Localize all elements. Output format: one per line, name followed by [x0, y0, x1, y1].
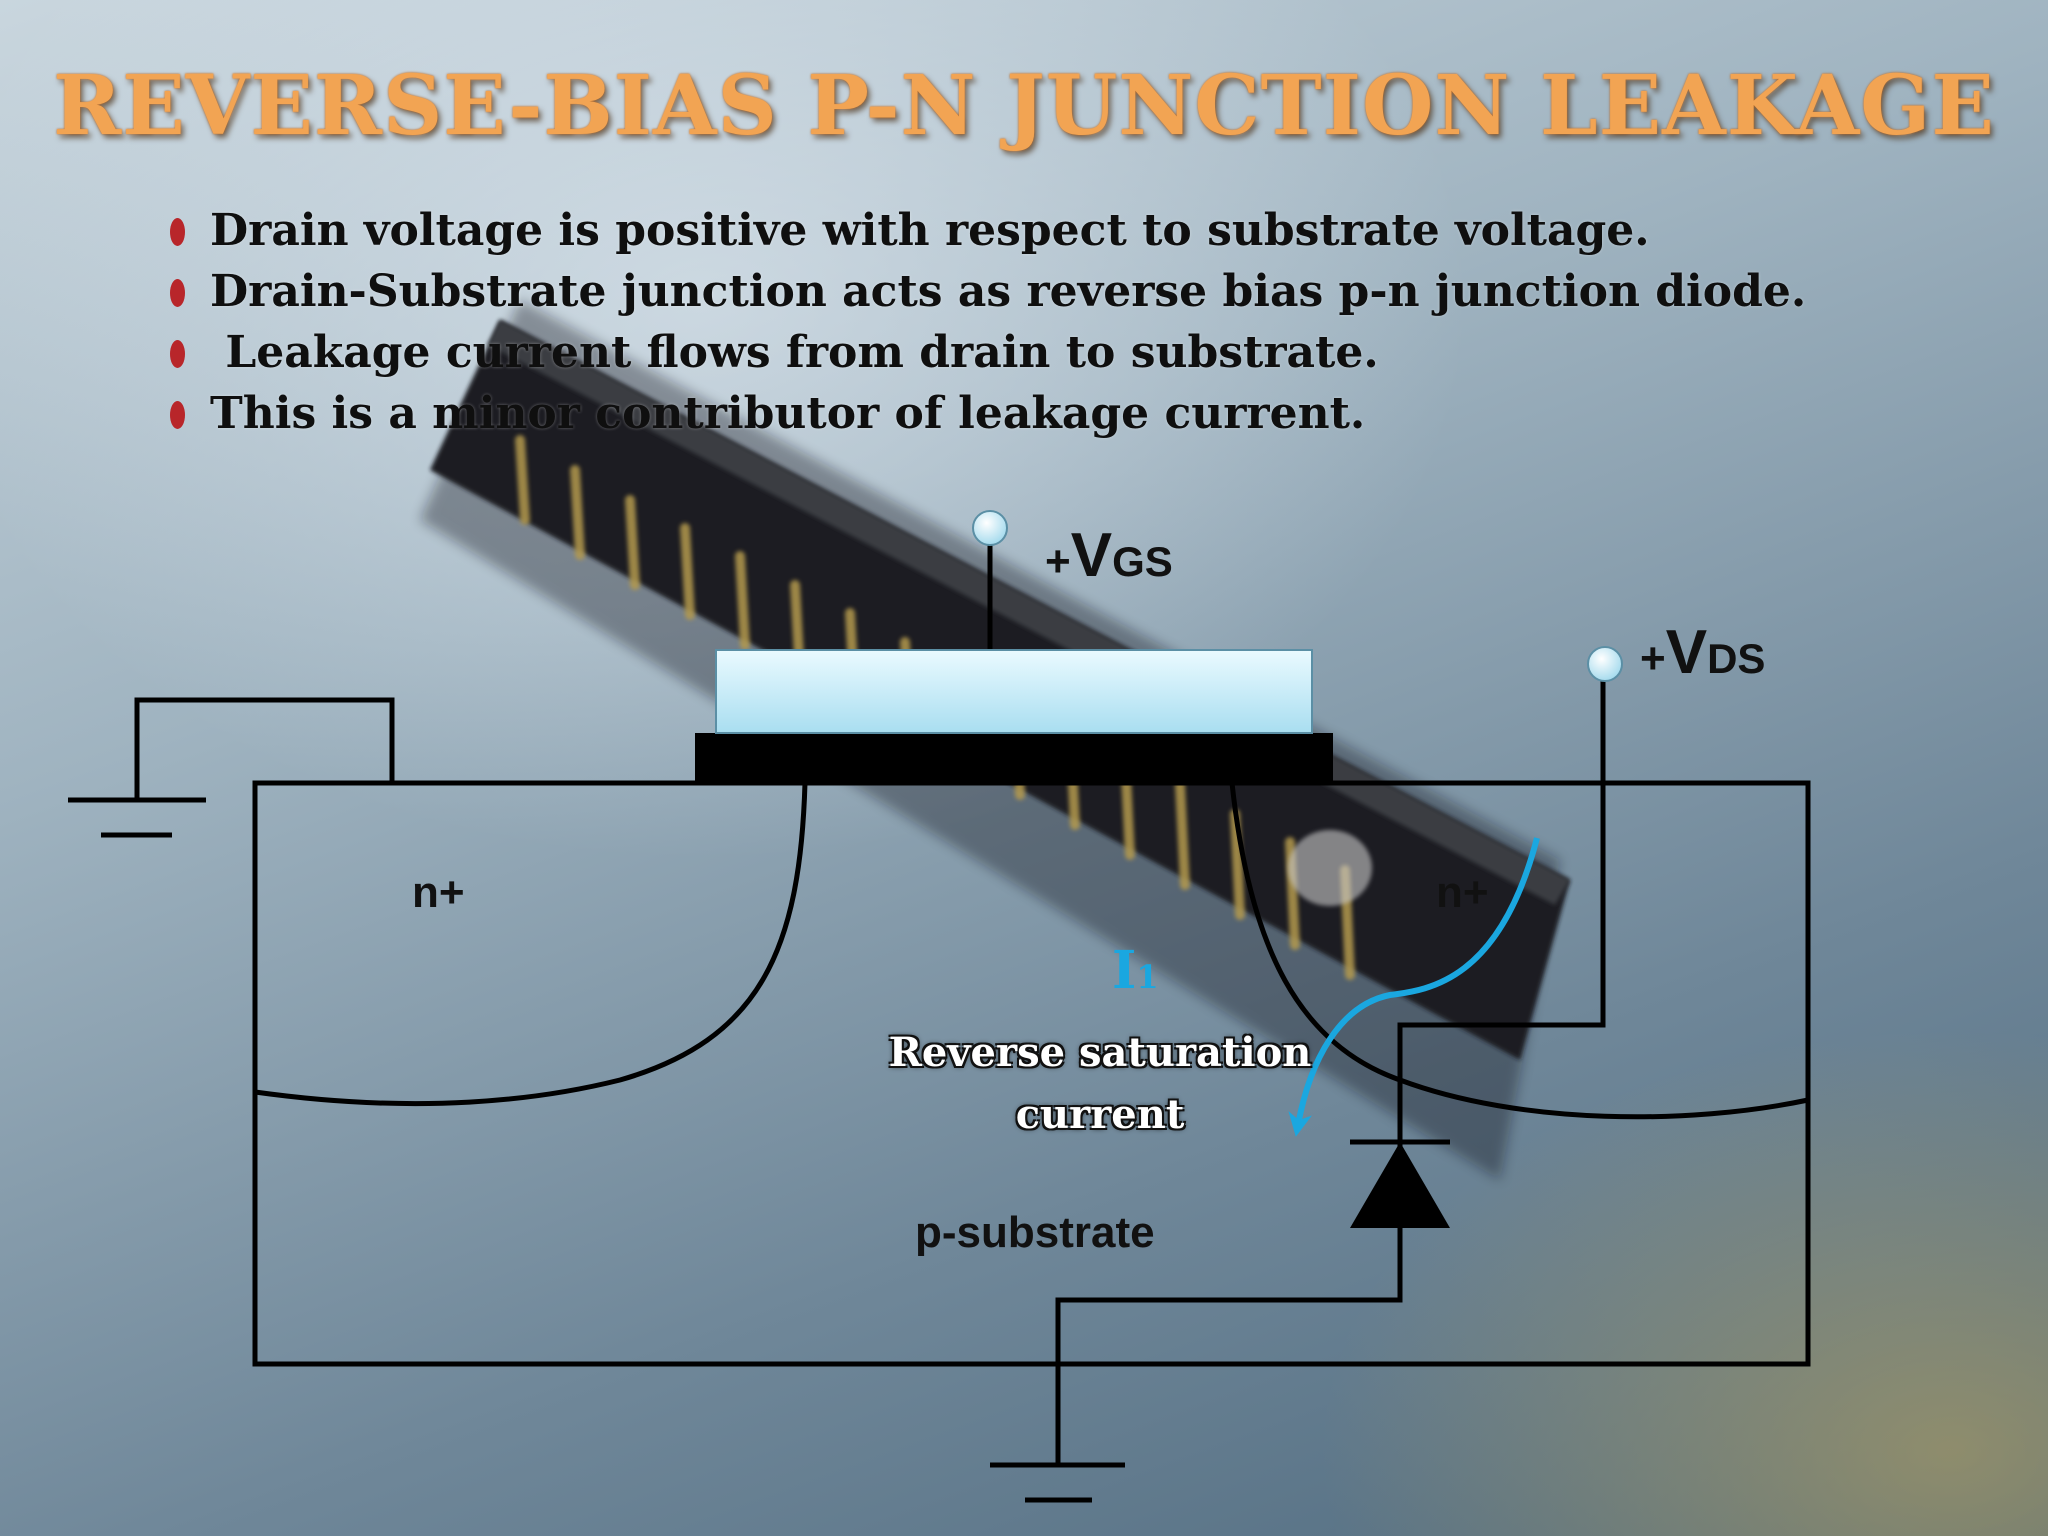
current-description: Reverse saturation current [850, 1022, 1350, 1146]
gate-voltage-plus: + [1045, 537, 1071, 586]
bullet-text: Drain-Substrate junction acts as reverse… [210, 266, 1807, 317]
leakage-current-arrow [1288, 837, 1540, 1137]
substrate-region-label: p-substrate [915, 1208, 1155, 1257]
bullet-text: Leakage current flows from drain to subs… [210, 327, 1379, 378]
gate-voltage-label: +VGS [1045, 525, 1173, 593]
gate-oxide [695, 733, 1333, 785]
bullet-dot-icon [170, 401, 185, 429]
current-symbol: I [1112, 940, 1137, 1001]
diode-icon [1350, 1142, 1450, 1228]
source-well [254, 782, 808, 1107]
drain-voltage-plus: + [1640, 634, 1666, 683]
bullet-text: This is a minor contributor of leakage c… [210, 388, 1366, 439]
bullet-dot-icon [170, 279, 185, 307]
current-subscript: 1 [1136, 958, 1159, 996]
bullet-text: Drain voltage is positive with respect t… [210, 205, 1650, 256]
drain-wire [1055, 685, 1606, 1465]
drain-terminal-icon [1587, 646, 1623, 682]
current-symbol-label: I1 [1112, 940, 1159, 1001]
bullet-item: Drain voltage is positive with respect t… [168, 200, 2028, 261]
bullet-item: Drain-Substrate junction acts as reverse… [168, 261, 2028, 322]
slide-title: REVERSE-BIAS P-N JUNCTION LEAKAGE [53, 58, 1995, 154]
drain-voltage-subscript: DS [1707, 635, 1766, 682]
bullet-dot-icon [170, 340, 185, 368]
drain-voltage-label: +VDS [1640, 622, 1765, 690]
bullet-dot-icon [170, 218, 185, 246]
bullet-list: Drain voltage is positive with respect t… [168, 200, 2028, 444]
gate-terminal-icon [972, 510, 1008, 546]
gate-voltage-symbol: V [1070, 521, 1113, 590]
current-description-line: current [1015, 1091, 1185, 1138]
bullet-item: This is a minor contributor of leakage c… [168, 383, 2028, 444]
source-wire [134, 697, 395, 800]
drain-voltage-symbol: V [1665, 618, 1708, 687]
bullet-item: Leakage current flows from drain to subs… [168, 322, 2028, 383]
current-description-line: Reverse saturation [888, 1029, 1312, 1076]
gate-electrode [715, 649, 1313, 734]
drain-region-label: n+ [1436, 868, 1489, 917]
gate-voltage-subscript: GS [1112, 538, 1173, 585]
source-region-label: n+ [412, 868, 465, 917]
